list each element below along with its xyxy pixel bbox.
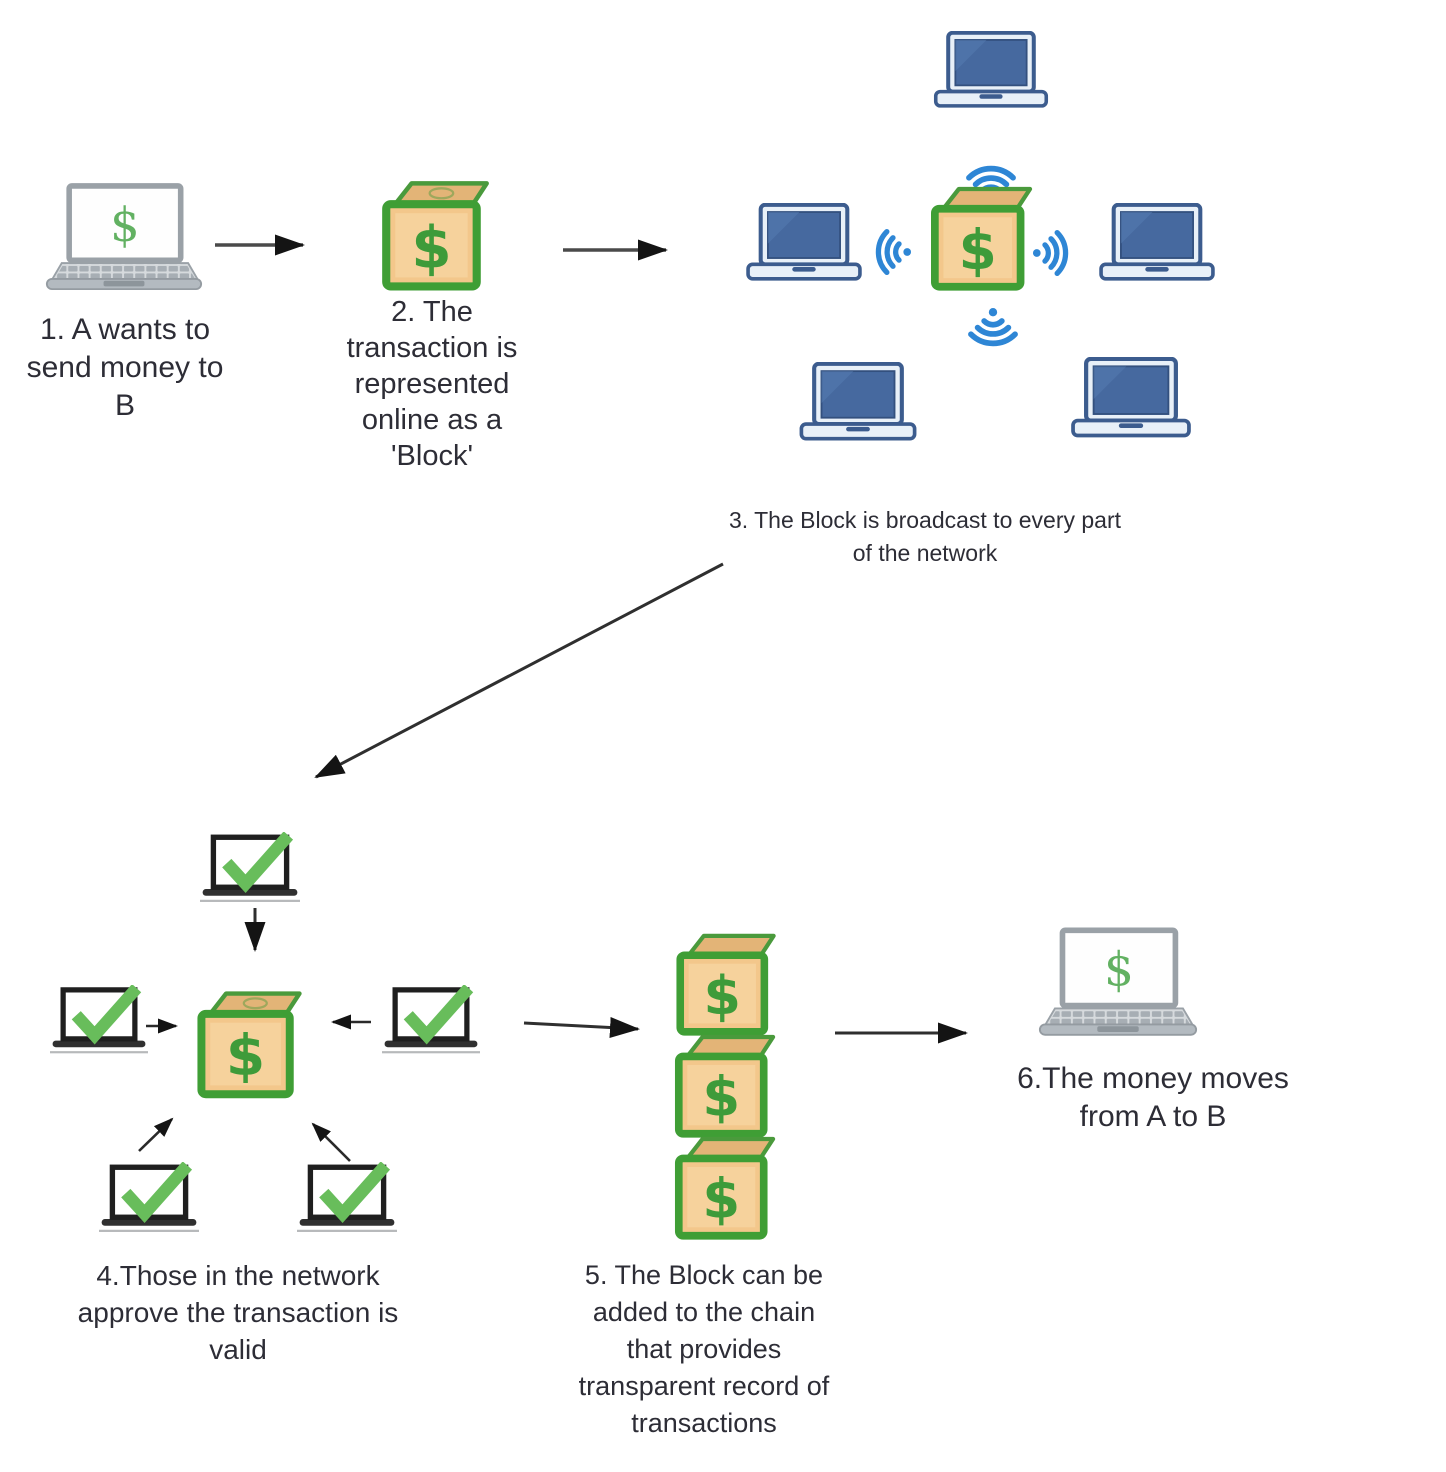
validator-laptop-bottomright-icon xyxy=(297,1162,397,1235)
checkmark-icon xyxy=(319,1162,391,1224)
caption-line: of the network xyxy=(852,540,998,566)
chain-block-1-icon: $ xyxy=(675,930,778,1036)
caption-line: send money to xyxy=(26,351,224,384)
transaction-block-icon: $ xyxy=(381,177,491,291)
network-laptop-bottomright-icon xyxy=(1068,357,1194,443)
network-laptop-top-icon xyxy=(933,31,1049,113)
caption-line: 4.Those in the network xyxy=(96,1260,380,1291)
caption-line: approve the transaction is xyxy=(77,1297,399,1328)
dollar-glyph: $ xyxy=(702,1168,740,1231)
caption-line: B xyxy=(114,389,135,422)
dollar-glyph: $ xyxy=(226,1024,265,1089)
dollar-glyph: $ xyxy=(411,214,451,282)
dollar-glyph: $ xyxy=(959,218,997,282)
arrow-validator-bottomleft-to-block xyxy=(138,1117,174,1152)
wifi-down-icon xyxy=(960,307,1026,359)
step-2-caption: 2. The transaction is represented online… xyxy=(326,294,538,474)
caption-line: online as a xyxy=(361,404,503,436)
network-laptop-right-icon xyxy=(1098,203,1216,286)
dollar-glyph: $ xyxy=(1104,942,1134,997)
caption-line: added to the chain xyxy=(592,1297,816,1327)
checkmark-icon xyxy=(403,985,474,1045)
caption-line: 'Block' xyxy=(391,440,473,472)
dollar-glyph: $ xyxy=(702,1066,740,1129)
dollar-glyph: $ xyxy=(704,964,741,1027)
step-3-caption: 3. The Block is broadcast to every part … xyxy=(655,504,1195,570)
arrow-step3-to-step4 xyxy=(314,562,724,779)
wifi-left-icon xyxy=(864,222,912,282)
caption-line: transactions xyxy=(631,1408,777,1438)
chain-block-3-icon: $ xyxy=(673,1133,778,1240)
caption-line: that provides xyxy=(626,1334,782,1364)
checkmark-icon xyxy=(222,832,294,894)
step-4-caption: 4.Those in the network approve the trans… xyxy=(38,1257,438,1368)
network-laptop-bottomleft-icon xyxy=(797,362,919,446)
wifi-right-icon xyxy=(1032,223,1080,283)
checkmark-icon xyxy=(71,985,142,1045)
receiver-laptop-icon: $ xyxy=(1038,927,1198,1039)
broadcast-block-icon: $ xyxy=(930,183,1034,291)
caption-line: transparent record of xyxy=(578,1371,830,1401)
caption-line: valid xyxy=(209,1334,267,1365)
chain-block-2-icon: $ xyxy=(673,1031,778,1138)
dollar-glyph: $ xyxy=(110,198,140,252)
arrow-validator-bottomright-to-block xyxy=(311,1122,351,1162)
checkmark-icon xyxy=(121,1162,193,1224)
arrow-step4-to-step5 xyxy=(523,1017,640,1039)
network-laptop-left-icon xyxy=(745,203,863,286)
sender-laptop-icon: $ xyxy=(45,183,203,293)
caption-line: represented xyxy=(354,368,510,400)
validator-laptop-bottomleft-icon xyxy=(99,1162,199,1235)
caption-line: transaction is xyxy=(346,332,518,364)
caption-line: 5. The Block can be xyxy=(584,1260,824,1290)
step-6-caption: 6.The money moves from A to B xyxy=(1000,1060,1306,1136)
caption-line: 1. A wants to xyxy=(39,313,211,346)
caption-line: 6.The money moves xyxy=(1017,1062,1289,1095)
validator-laptop-right-icon xyxy=(382,985,480,1056)
caption-line: 3. The Block is broadcast to every part xyxy=(728,507,1122,533)
approved-block-icon: $ xyxy=(197,984,303,1102)
caption-line: from A to B xyxy=(1079,1100,1227,1133)
caption-line: 2. The xyxy=(391,296,473,328)
validator-laptop-top-icon xyxy=(200,832,300,905)
step-1-caption: 1. A wants to send money to B xyxy=(15,311,235,425)
validator-laptop-left-icon xyxy=(50,985,148,1056)
step-5-caption: 5. The Block can be added to the chain t… xyxy=(554,1257,854,1442)
